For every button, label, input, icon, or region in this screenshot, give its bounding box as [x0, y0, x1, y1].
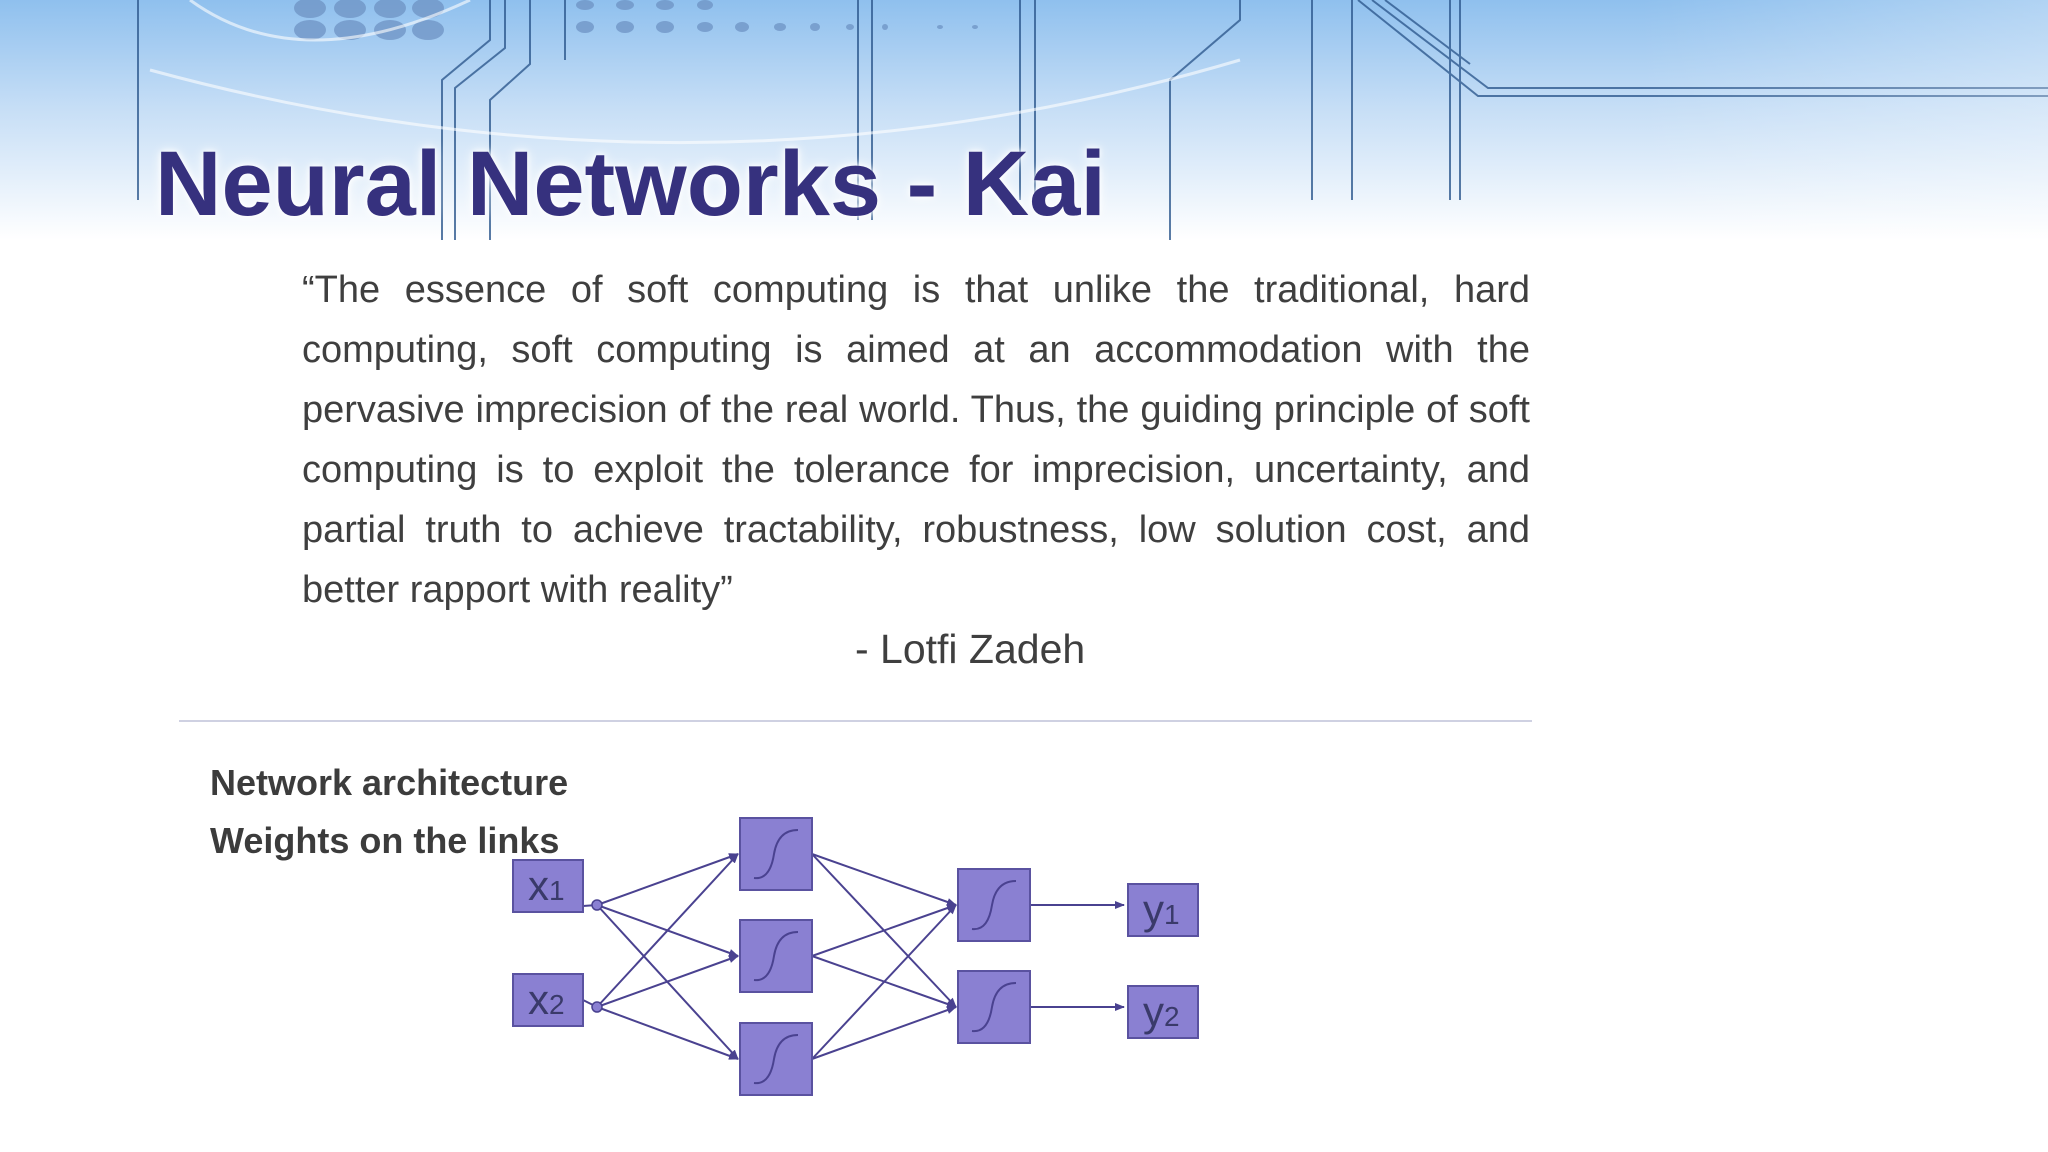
input-junction — [591, 1001, 603, 1013]
weight-link — [596, 853, 739, 1008]
input-node-2: x2 — [512, 973, 584, 1027]
weight-link — [811, 1006, 957, 1060]
weight-link — [596, 1006, 739, 1060]
hidden-node-layer2-1 — [957, 868, 1031, 942]
sigmoid-icon — [971, 880, 1017, 931]
output-node-2: y2 — [1127, 985, 1199, 1039]
hidden-node-layer1-3 — [739, 1022, 813, 1096]
divider — [179, 720, 1532, 722]
sigmoid-icon — [753, 829, 799, 880]
input-node-1: x1 — [512, 859, 584, 913]
network-edges — [582, 853, 1125, 1060]
weight-link — [596, 853, 739, 906]
sigmoid-icon — [971, 982, 1017, 1033]
quote-author: - Lotfi Zadeh — [855, 626, 1086, 672]
output-node-1: y1 — [1127, 883, 1199, 937]
output-node-2-label: y2 — [1143, 988, 1180, 1035]
quote-text: “The essence of soft computing is that u… — [302, 269, 1530, 611]
hidden-node-layer1-1 — [739, 817, 813, 891]
bullet-network-architecture: Network architecture — [210, 762, 569, 803]
sigmoid-icon — [753, 1034, 799, 1085]
input-node-2-label: x2 — [528, 976, 565, 1023]
hidden-node-layer2-2 — [957, 970, 1031, 1044]
slide-title: Neural Networks - Kai — [155, 133, 1106, 235]
weight-link — [811, 853, 957, 906]
bullet-weights-on-links: Weights on the links — [210, 820, 560, 861]
weight-link — [811, 904, 957, 957]
output-node-1-label: y1 — [1143, 886, 1180, 933]
circuit-header-background — [0, 0, 2048, 240]
sigmoid-icon — [753, 931, 799, 982]
weight-link — [811, 904, 957, 1060]
input-junction — [591, 899, 603, 911]
weight-link — [596, 955, 739, 1008]
network-nodes: x1 x2 y1 y2 — [512, 817, 1199, 1096]
hidden-node-layer1-2 — [739, 919, 813, 993]
input-node-1-label: x1 — [528, 862, 565, 909]
